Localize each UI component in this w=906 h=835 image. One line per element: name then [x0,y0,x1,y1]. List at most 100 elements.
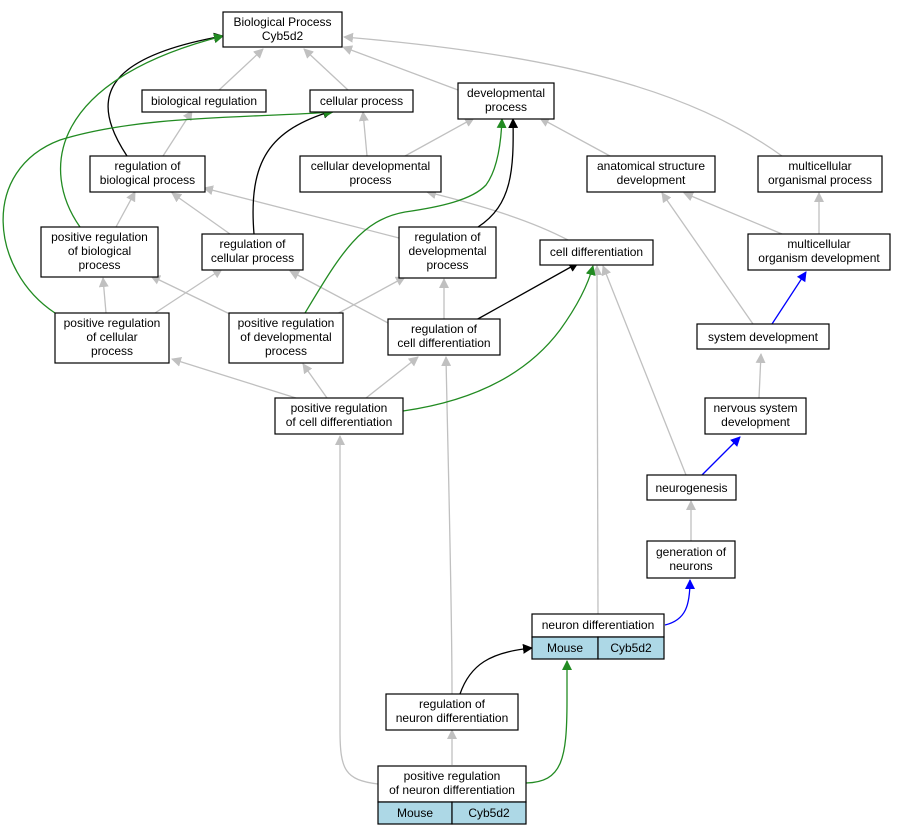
node-label-line: system development [708,330,819,344]
node-label-line: cell differentiation [397,336,490,350]
edge-system-development-to-anatomical-structure-development [661,192,754,325]
node-label-line: neurogenesis [655,481,727,495]
annotation-tag [597,636,665,660]
node-label-line: regulation of [419,697,486,711]
edge-positive-regulation-of-developmental-process-positively-regulates-developmental-process [304,118,507,314]
node-label-line: Cyb5d2 [262,29,304,43]
edge-regulation-of-developmental-process-regulates-developmental-process [477,118,519,228]
node-anatomical-structure-development[interactable]: anatomical structure development [586,155,716,193]
edge-regulation-of-cellular-process-regulates-cellular-process [252,108,333,235]
node-neuron-differentiation[interactable]: neuron differentiation Mouse Cyb5d2 [531,613,665,660]
node-label-line: cellular process [320,94,403,108]
node-label-line: positive regulation [238,316,335,330]
node-label-line: developmental [467,86,545,100]
node-label-line: process [78,258,120,272]
node-label-line: Biological Process [233,15,331,29]
edge-biological-regulation-to-root [217,48,264,92]
node-label-line: process [265,344,307,358]
node-label-line: regulation of [411,322,478,336]
node-label-line: neuron differentiation [396,711,509,725]
edge-multicellular-organism-development-to-anatomical-structure-development [683,191,783,235]
node-regulation-of-developmental-process[interactable]: regulation of developmental process [398,226,497,279]
edge-neuron-differentiation-part-of-generation-of-neurons [664,579,695,626]
node-label-line: of cell differentiation [286,415,393,429]
node-label-line: regulation of [114,159,181,173]
edge-positive-regulation-of-neuron-differentiation-positively-regulates-neuron-differentiation [525,660,572,784]
edge-regulation-of-cellular-process-to-regulation-of-biological-process [171,192,231,235]
node-label-line: development [721,415,790,429]
edge-cell-differentiation-to-cellular-developmental-process [426,189,569,241]
edge-anatomical-structure-development-to-developmental-process [539,117,611,157]
node-regulation-of-neuron-differentiation[interactable]: regulation of neuron differentiation [385,693,519,731]
node-nervous-system-development[interactable]: nervous system development [704,397,807,435]
edge-neuron-differentiation-to-cell-differentiation [592,265,603,615]
edge-positive-regulation-of-biological-process-to-regulation-of-biological-process [115,191,136,228]
edge-nervous-system-development-to-system-development [755,353,766,399]
node-developmental-process[interactable]: developmental process [457,82,555,120]
node-label-line: neuron differentiation [542,618,655,632]
node-label-line: positive regulation [51,230,148,244]
regulates-edges [107,32,579,695]
edge-cellular-process-to-root [303,48,349,91]
node-label-line: cellular developmental [311,159,430,173]
node-label-line: process [426,258,468,272]
node-neurogenesis[interactable]: neurogenesis [646,474,737,501]
annotation-tag-label: Cyb5d2 [610,641,652,655]
node-regulation-of-cell-differentiation[interactable]: regulation of cell differentiation [387,318,501,356]
node-label-line: developmental [408,244,486,258]
node-positive-regulation-of-neuron-differentiation[interactable]: positive regulation of neuron differenti… [377,765,527,825]
edge-positive-regulation-of-cell-differentiation-to-positive-regulation-of-cellular-process [171,356,297,399]
node-label-line: anatomical structure [597,159,705,173]
node-positive-regulation-of-biological-process[interactable]: positive regulation of biological proces… [40,226,159,278]
edge-regulation-of-biological-process-to-biological-regulation [162,110,193,157]
node-regulation-of-cellular-process[interactable]: regulation of cellular process [201,233,304,271]
node-label-line: multicellular [788,159,851,173]
edge-regulation-of-cell-differentiation-to-regulation-of-cellular-process [289,270,391,325]
edge-positive-regulation-of-cell-differentiation-positively-regulates-cell-differentiation [402,265,596,412]
edge-positive-regulation-of-cell-differentiation-to-regulation-of-cell-differentiation [365,356,419,399]
node-multicellular-organism-development[interactable]: multicellular organism development [747,233,891,271]
edge-developmental-process-to-root [342,45,459,91]
edge-cellular-developmental-process-to-cellular-process [358,111,369,157]
node-label-line: generation of [656,545,727,559]
node-label-line: of biological [68,244,131,258]
annotation-tag [451,801,527,825]
edge-positive-regulation-of-developmental-process-to-positive-regulation-of-biological-process [150,275,237,318]
annotation-tag-label: Cyb5d2 [468,806,510,820]
edge-multicellular-organismal-process-to-root [343,32,783,157]
edge-regulation-of-neuron-differentiation-to-regulation-of-cell-differentiation [441,356,453,695]
edge-neurogenesis-part-of-nervous-system-development [701,436,741,476]
node-label-line: neurons [669,559,712,573]
node-positive-regulation-of-cell-differentiation[interactable]: positive regulation of cell differentiat… [274,397,404,435]
edge-positive-regulation-of-developmental-process-to-regulation-of-developmental-process [334,276,406,316]
node-positive-regulation-of-cellular-process[interactable]: positive regulation of cellular process [54,312,170,364]
annotation-tag-label: Mouse [547,641,583,655]
node-label-line: positive regulation [64,316,161,330]
node-label-line: biological regulation [151,94,257,108]
node-generation-of-neurons[interactable]: generation of neurons [646,540,736,579]
node-label-line: cellular process [211,251,294,265]
node-biological-process-root[interactable]: Biological Process Cyb5d2 [222,11,343,48]
node-label-line: cell differentiation [550,245,643,259]
positively-regulates-edges [2,33,596,784]
node-label-line: of cellular [86,330,137,344]
node-system-development[interactable]: system development [696,323,830,350]
node-label-line: nervous system [713,401,797,415]
node-label-line: of neuron differentiation [389,783,515,797]
node-cell-differentiation[interactable]: cell differentiation [539,239,654,266]
edge-positive-regulation-of-biological-process-positively-regulates-root [59,33,224,228]
node-label-line: process [485,100,527,114]
node-regulation-of-biological-process[interactable]: regulation of biological process [89,155,206,193]
node-label-line: regulation of [219,237,286,251]
node-positive-regulation-of-developmental-process[interactable]: positive regulation of developmental pro… [228,312,344,364]
edge-regulation-of-developmental-process-to-regulation-of-biological-process [203,185,400,239]
node-label-line: multicellular [787,237,850,251]
node-label-line: organism development [758,251,880,265]
node-cellular-developmental-process[interactable]: cellular developmental process [299,155,442,193]
node-cellular-process[interactable]: cellular process [309,89,414,113]
node-biological-regulation[interactable]: biological regulation [141,89,267,113]
node-multicellular-organismal-process[interactable]: multicellular organismal process [757,155,883,193]
edge-regulation-of-cell-differentiation-regulates-cell-differentiation [475,262,579,321]
edge-positive-regulation-of-cellular-process-to-positive-regulation-of-biological-process [98,277,109,314]
